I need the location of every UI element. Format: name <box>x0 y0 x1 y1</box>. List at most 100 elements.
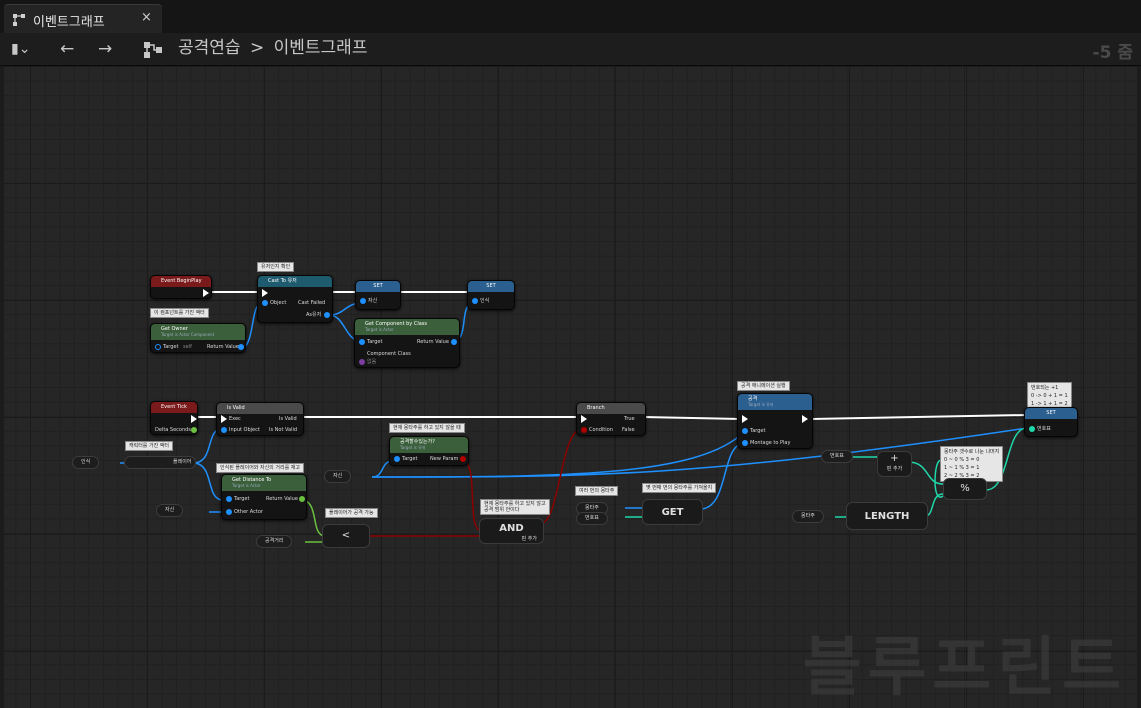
get-distance-node[interactable]: Get Distance To Target is Actor Target R… <box>221 474 307 520</box>
graph-icon <box>13 14 25 26</box>
pin-label: Is Not Valid <box>269 427 298 433</box>
breadcrumb-current[interactable]: 이벤트그래프 <box>273 38 368 58</box>
set-node[interactable]: SET 번호표 <box>1024 407 1078 437</box>
zoom-level: -5 줌 <box>1092 43 1133 63</box>
var-montage[interactable]: 몽타주 <box>792 510 824 523</box>
forward-arrow-icon[interactable]: → <box>98 39 113 59</box>
get-owner-node[interactable]: Get Owner Target is Actor Component Targ… <box>150 323 246 353</box>
pin-label: Other Actor <box>234 509 263 515</box>
exec-wire <box>809 414 1028 420</box>
pin-label: Delta Seconds <box>155 427 191 433</box>
object-pin[interactable] <box>221 427 227 433</box>
wires <box>120 291 1028 543</box>
object-pin[interactable] <box>742 440 748 446</box>
var-self[interactable]: 자신 <box>156 504 184 517</box>
and-node[interactable]: AND 핀 추가 <box>479 518 544 544</box>
tab-label: 이벤트그래프 <box>33 15 105 30</box>
var-attack-range[interactable]: 공격거리 <box>256 535 293 548</box>
node-title: Branch <box>577 403 645 414</box>
exec-pin-in[interactable] <box>581 415 587 423</box>
node-title: SET <box>468 281 514 292</box>
node-title: Get Owner Target is Actor Component <box>151 324 245 340</box>
var-recognize[interactable]: 인식 <box>72 456 100 469</box>
float-pin[interactable] <box>299 496 305 502</box>
bool-pin[interactable] <box>460 456 466 462</box>
int-pin[interactable] <box>1029 426 1035 432</box>
breadcrumb-parent[interactable]: 공격연습 <box>178 38 241 58</box>
close-icon[interactable]: × <box>141 10 152 25</box>
class-pin[interactable] <box>359 359 365 365</box>
modulo-node[interactable]: % <box>943 478 987 500</box>
pin-label: As유저 <box>306 312 322 318</box>
pin-label: 번호표 <box>1037 426 1051 432</box>
graph-icon <box>144 42 162 58</box>
var-number[interactable]: 번호표 <box>821 450 853 463</box>
exec-pin-in[interactable] <box>262 289 268 297</box>
tab-event-graph[interactable]: 이벤트그래프 × <box>4 4 162 33</box>
object-pin[interactable] <box>472 298 478 304</box>
object-pin[interactable] <box>155 344 161 350</box>
pin-label: Return Value <box>266 496 298 502</box>
int-wire <box>907 461 944 485</box>
var-player[interactable]: 플레이어 <box>124 456 196 469</box>
get-component-node[interactable]: Get Component by Class Target is Actor T… <box>354 318 460 368</box>
event-beginplay-node[interactable]: Event BeginPlay <box>150 275 212 299</box>
object-pin[interactable] <box>226 509 232 515</box>
tab-bar: 이벤트그래프 × <box>0 0 1141 33</box>
less-than-node[interactable]: < <box>322 524 370 548</box>
object-pin[interactable] <box>359 339 365 345</box>
comment: 여러 번의 몽타주 <box>575 486 619 496</box>
node-title: Event Tick <box>151 402 197 413</box>
object-pin[interactable] <box>394 456 400 462</box>
exec-pin-in[interactable] <box>221 415 227 423</box>
node-title: 공격 Target is 유저 <box>738 394 812 410</box>
comment: 현재 몽타주를 하고 있지 않을 때 <box>389 423 465 433</box>
object-pin[interactable] <box>238 344 244 350</box>
set-node[interactable]: SET 자신 <box>355 280 401 310</box>
blueprint-watermark: 블루프린트 <box>802 631 1127 705</box>
set-node[interactable]: SET 인식 <box>467 280 515 310</box>
node-title: Event BeginPlay <box>151 276 211 287</box>
comment: 인식된 플레이어와 자신의 거리를 재고 <box>216 463 304 473</box>
get-node[interactable]: GET <box>642 499 703 525</box>
event-graph-canvas[interactable]: 유저인지 확인 이 컴포넌트를 가진 액터 현재 몽타주를 하고 있지 않을 때… <box>0 66 1141 708</box>
comment: 유저인지 확인 <box>257 262 295 272</box>
object-pin[interactable] <box>226 496 232 502</box>
is-valid-node[interactable]: Is Valid Exec Is Valid Input Object Is N… <box>216 402 304 436</box>
pin-label: Component Class <box>367 351 411 357</box>
int-wire <box>985 427 1028 491</box>
object-pin[interactable] <box>742 428 748 434</box>
bookmark-icon[interactable]: ▮⌄ <box>11 41 31 57</box>
add-node[interactable]: + 핀 추가 <box>877 451 912 477</box>
cast-to-node[interactable]: Cast To 유저 Object Cast Failed As유저 <box>257 275 333 323</box>
pin-label: Montage to Play <box>750 440 791 446</box>
bool-pin[interactable] <box>581 427 587 433</box>
length-node[interactable]: LENGTH <box>846 502 928 530</box>
exec-pin-out[interactable] <box>802 415 808 423</box>
object-wire <box>371 427 1028 478</box>
back-arrow-icon[interactable]: ← <box>60 39 75 59</box>
object-pin[interactable] <box>360 298 366 304</box>
exec-pin-out[interactable] <box>191 415 197 423</box>
object-pin[interactable] <box>262 300 268 306</box>
pin-label: Cast Failed <box>298 300 326 306</box>
pin-label: 인식 <box>480 298 490 304</box>
float-pin[interactable] <box>191 427 197 433</box>
exec-pin-out[interactable] <box>203 289 209 297</box>
object-pin[interactable] <box>451 339 457 345</box>
var-number[interactable]: 번호표 <box>576 512 608 525</box>
event-tick-node[interactable]: Event Tick Delta Seconds <box>150 401 198 435</box>
can-attack-node[interactable]: 공격할수있는가? Target is 유저 Target New Param <box>389 436 469 466</box>
node-title: Get Distance To Target is Actor <box>222 475 306 491</box>
node-title: Get Component by Class Target is Actor <box>355 319 459 335</box>
node-title: 공격할수있는가? Target is 유저 <box>390 437 468 453</box>
comment: 이 컴포넌트를 가진 액터 <box>150 308 209 318</box>
attack-node[interactable]: 공격 Target is 유저 Target Montage to Play <box>737 393 813 449</box>
object-wire <box>192 462 224 501</box>
pin-label: Target <box>367 339 383 345</box>
var-self[interactable]: 자신 <box>324 470 352 483</box>
exec-pin-in[interactable] <box>742 415 748 423</box>
branch-node[interactable]: Branch True Condition False <box>576 402 646 436</box>
class-select[interactable]: 없음 <box>367 359 377 365</box>
object-pin[interactable] <box>324 312 330 318</box>
